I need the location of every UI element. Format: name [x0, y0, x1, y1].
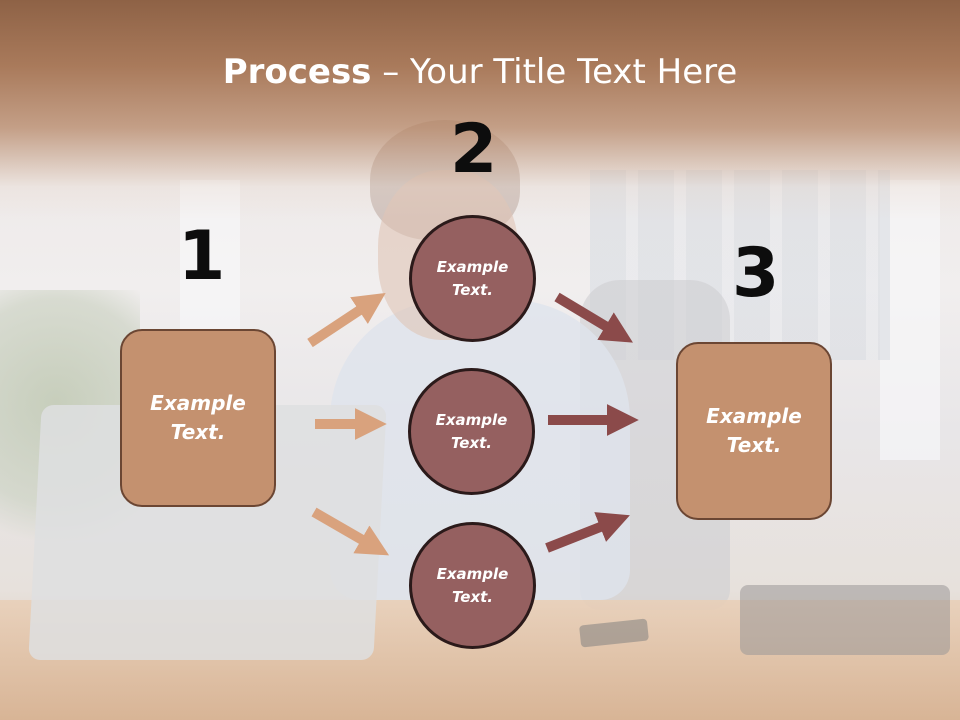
left-box: Example Text. — [120, 329, 276, 507]
right-box: Example Text. — [676, 342, 832, 520]
arrow-left-to-bottom — [311, 507, 390, 556]
step-number-3: 3 — [732, 234, 780, 313]
arrow-left-to-top — [307, 292, 386, 348]
right-box-text: Example Text. — [706, 404, 802, 457]
step-number-2: 2 — [450, 110, 498, 189]
circle-bottom-text: Example Text. — [436, 564, 509, 606]
organizer — [740, 585, 950, 655]
title-rest: – Your Title Text Here — [371, 52, 738, 92]
title-bold: Process — [222, 52, 372, 92]
left-box-text: Example Text. — [150, 391, 246, 444]
circle-top: Example Text. — [409, 215, 536, 342]
slide-title: Process – Your Title Text Here — [0, 52, 960, 92]
window-panel — [880, 180, 940, 460]
circle-middle-text: Example Text. — [435, 410, 508, 452]
circle-top-text: Example Text. — [436, 257, 509, 299]
header-band — [0, 0, 960, 220]
arrow-top-to-right — [554, 292, 633, 343]
circle-middle: Example Text. — [408, 368, 535, 495]
arrow-bottom-to-right — [545, 512, 630, 553]
step-number-1: 1 — [178, 217, 226, 296]
circle-bottom: Example Text. — [409, 522, 536, 649]
